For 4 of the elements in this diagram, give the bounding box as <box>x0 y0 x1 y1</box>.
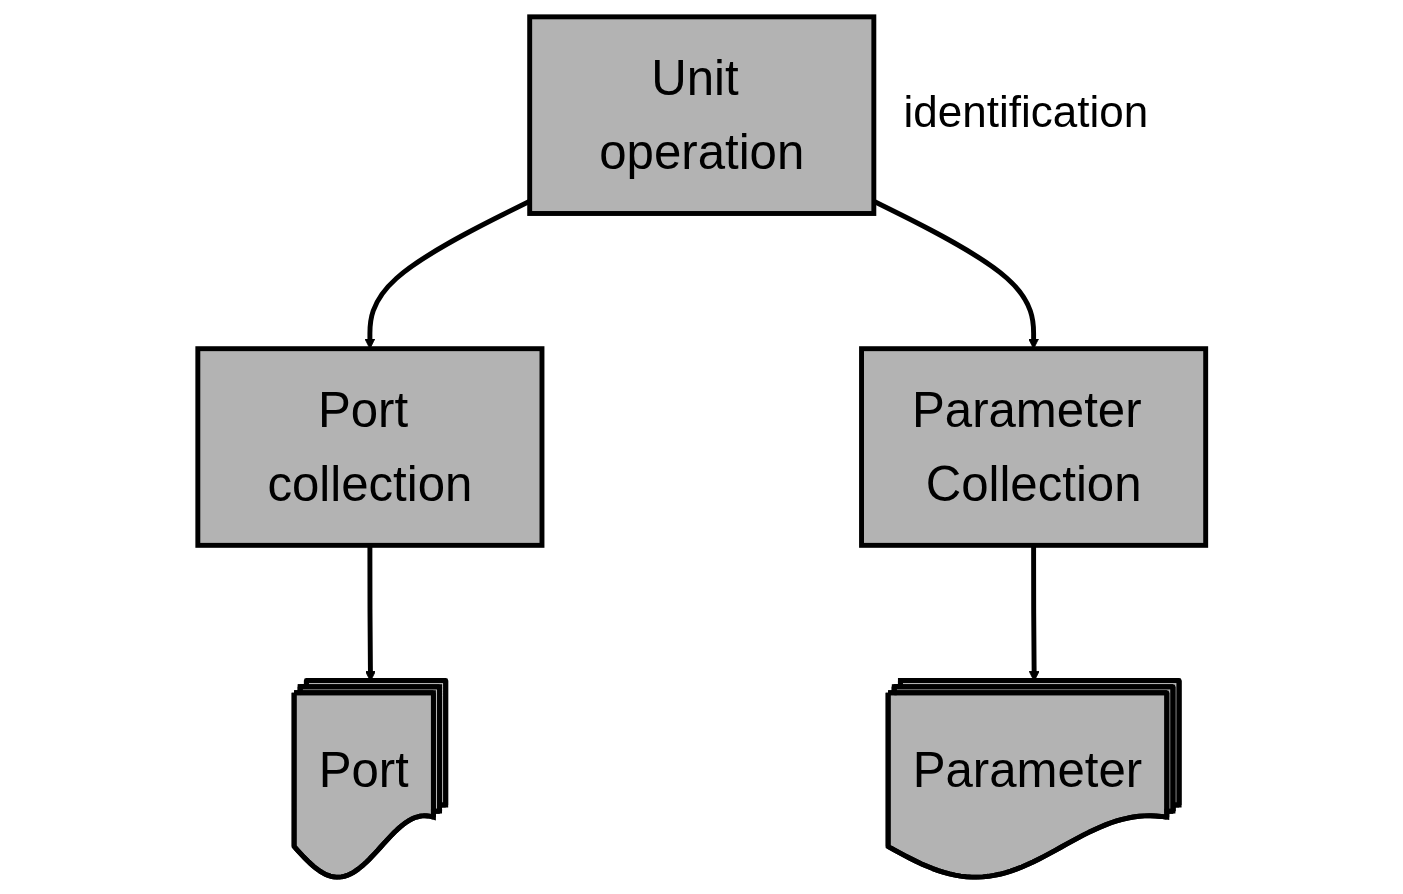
node-box: Port collection <box>195 346 545 548</box>
node-box: Parameter Collection <box>858 346 1208 548</box>
node-annotation: identification <box>903 87 1149 138</box>
node-box: Unit operation <box>526 14 876 216</box>
